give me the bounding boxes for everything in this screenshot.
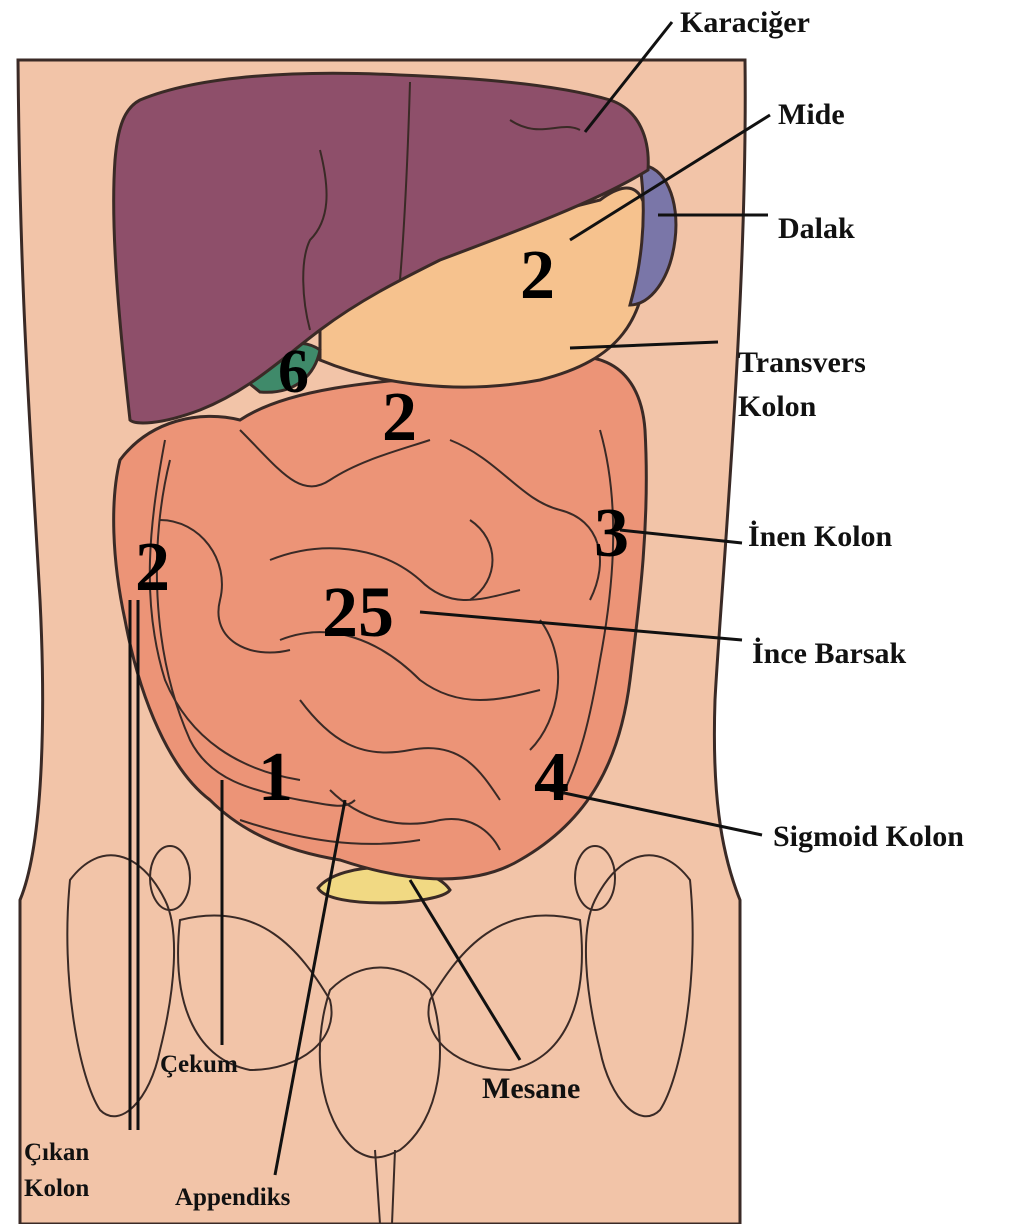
label-cecum: Çekum: [160, 1051, 238, 1078]
label-ascending-2: Kolon: [24, 1175, 89, 1202]
label-bladder: Mesane: [482, 1072, 580, 1105]
label-small-intestine: İnce Barsak: [752, 637, 906, 670]
label-descending: İnen Kolon: [748, 520, 893, 553]
number-transverse: 2: [382, 379, 417, 456]
number-ascending: 2: [135, 529, 170, 606]
number-gallbladder: 6: [278, 338, 309, 406]
number-stomach: 2: [520, 237, 555, 314]
label-transverse-1: Transvers: [738, 346, 866, 379]
number-sigmoid: 4: [534, 739, 569, 816]
label-appendix: Appendiks: [175, 1184, 291, 1211]
number-descending: 3: [594, 495, 629, 572]
label-transverse-2: Kolon: [738, 390, 817, 423]
label-ascending-1: Çıkan: [24, 1139, 89, 1166]
number-small-intestine: 25: [322, 572, 394, 652]
label-spleen: Dalak: [778, 212, 855, 245]
label-liver: Karaciğer: [680, 6, 810, 39]
number-cecum: 1: [258, 739, 293, 816]
label-sigmoid: Sigmoid Kolon: [773, 820, 964, 853]
label-stomach: Mide: [778, 98, 845, 131]
